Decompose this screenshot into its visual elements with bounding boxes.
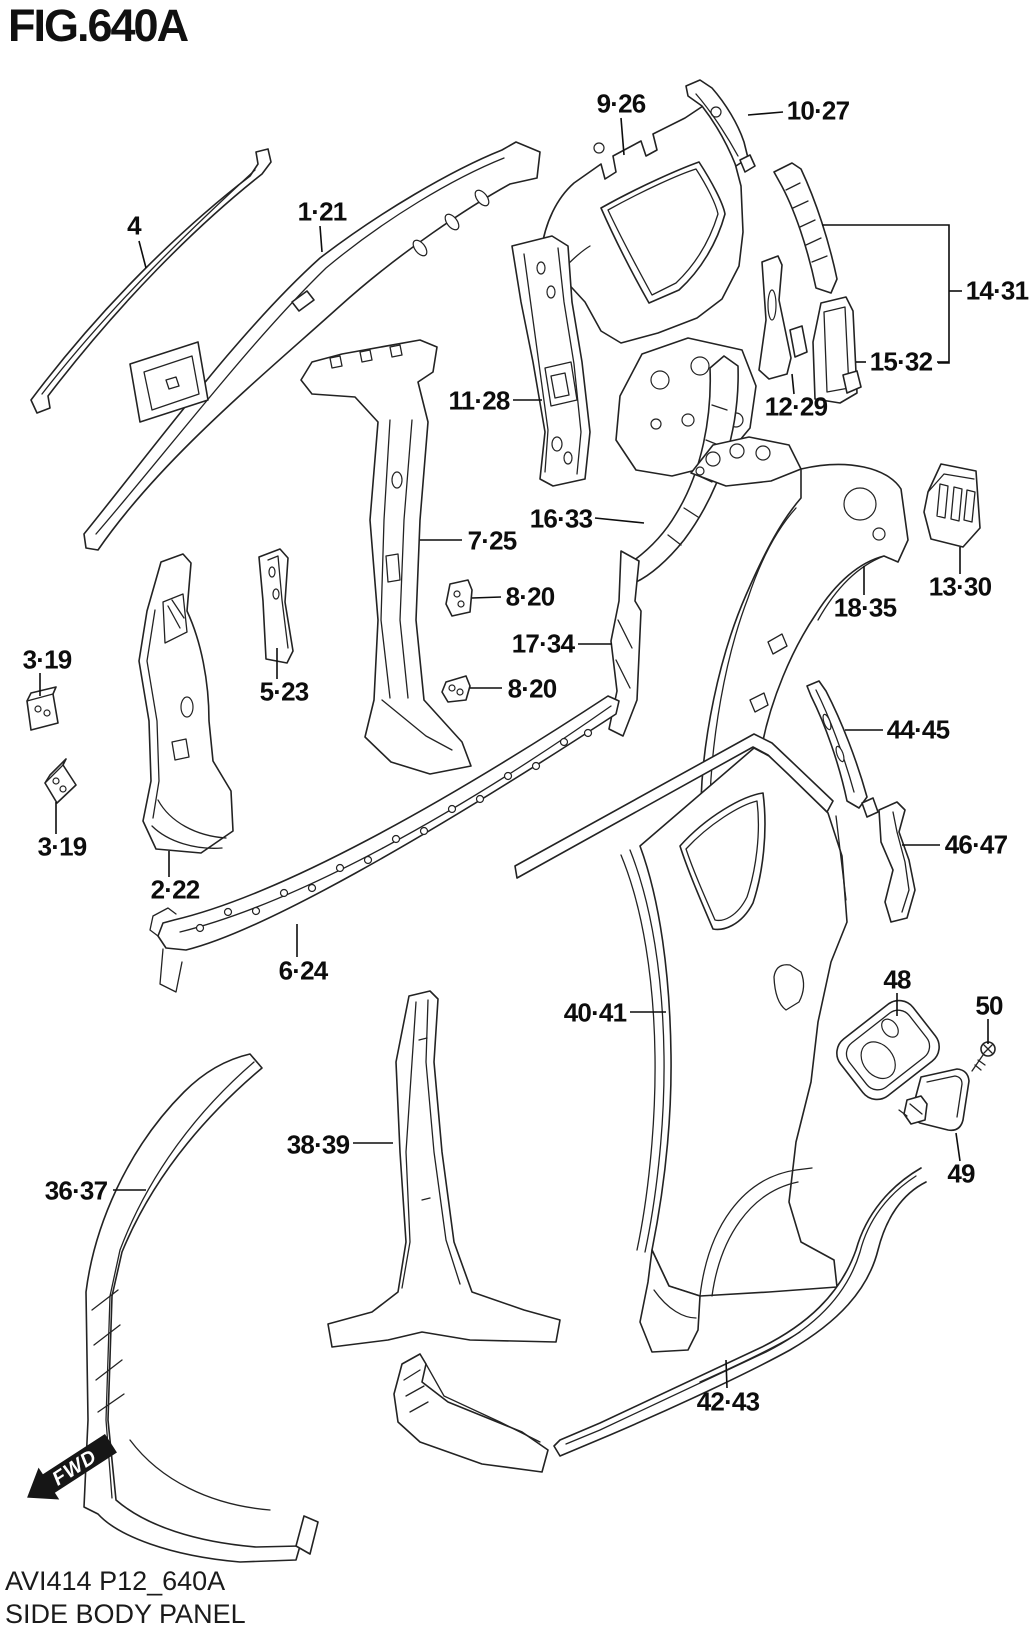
part-drawing-3-19-lower <box>44 758 77 804</box>
part-callout-8-20-10: 8·20 <box>505 581 556 612</box>
part-callout-48-23: 48 <box>883 964 911 995</box>
part-callout-44-45-20: 44·45 <box>886 714 950 745</box>
part-drawing-2-22 <box>138 553 234 854</box>
leader-line-14-31 <box>822 224 950 364</box>
leader-line-10-27 <box>747 111 784 116</box>
part-callout-36-37-26: 36·37 <box>44 1175 108 1206</box>
part-drawing-5-23 <box>258 548 294 664</box>
part-drawing-49 <box>898 1068 970 1132</box>
leader-line-16-33 <box>594 517 645 524</box>
part-callout-3-19-15: 3·19 <box>37 831 88 862</box>
part-drawing-48 <box>836 999 940 1101</box>
part-callout-4-0: 4 <box>127 210 141 241</box>
leader-line-1-21 <box>319 225 323 253</box>
part-callout-49-27: 49 <box>947 1158 975 1189</box>
part-drawing-9-26 <box>540 105 744 344</box>
part-callout-18-35-19: 18·35 <box>833 592 897 623</box>
part-callout-13-30-18: 13·30 <box>928 571 992 602</box>
part-drawing-44-45 <box>806 680 879 818</box>
part-callout-17-34-11: 17·34 <box>511 628 575 659</box>
part-callout-1-21-1: 1·21 <box>297 196 348 227</box>
part-callout-6-24-17: 6·24 <box>278 955 329 986</box>
footer-part-code: AVI414 P12_640A <box>5 1566 226 1596</box>
part-drawing-12-29 <box>758 255 808 380</box>
part-callout-16-33-8: 16·33 <box>529 503 593 534</box>
part-callout-14-31-4: 14·31 <box>965 275 1029 306</box>
leader-line-8-20 <box>471 596 502 599</box>
leader-line-4 <box>138 240 147 269</box>
part-drawing-6-24 <box>149 695 620 993</box>
part-drawing-11-28 <box>511 235 591 487</box>
part-drawing-13-30 <box>923 463 981 548</box>
part-drawing-7-25 <box>300 339 472 775</box>
callout-leader-lines <box>39 111 989 1389</box>
part-callout-15-32-5: 15·32 <box>869 346 933 377</box>
part-callout-11-28-7: 11·28 <box>448 385 510 416</box>
part-drawing-4 <box>30 148 272 414</box>
part-drawing-8-20-upper <box>445 579 473 617</box>
leader-line-12-29 <box>791 373 795 395</box>
part-drawing-8-20-lower <box>441 675 471 703</box>
part-callout-8-20-12: 8·20 <box>507 673 558 704</box>
part-drawing-42-43 <box>393 1167 927 1473</box>
part-drawing-10-27 <box>685 79 756 173</box>
part-drawing-14 <box>773 162 838 294</box>
part-callout-7-25-9: 7·25 <box>467 525 518 556</box>
leader-line-42-43 <box>725 1359 728 1389</box>
footer-part-name: SIDE BODY PANEL <box>5 1599 246 1629</box>
part-callout-2-22-16: 2·22 <box>150 874 201 905</box>
figure-title: FIG.640A <box>8 0 189 51</box>
part-drawing-1-21 <box>83 141 541 551</box>
leader-line-9-26 <box>620 117 625 156</box>
part-callout-9-26-2: 9·26 <box>596 88 647 119</box>
part-callout-10-27-3: 10·27 <box>786 95 850 126</box>
part-drawing-38-39 <box>327 990 561 1348</box>
part-callout-5-23-13: 5·23 <box>259 676 310 707</box>
fwd-arrow-icon <box>27 1433 117 1500</box>
part-callout-50-24: 50 <box>975 990 1003 1021</box>
part-callout-3-19-14: 3·19 <box>22 644 73 675</box>
part-callout-46-47-21: 46·47 <box>944 829 1008 860</box>
part-drawing-17-34 <box>608 550 642 737</box>
part-callout-42-43-28: 42·43 <box>696 1386 760 1417</box>
part-drawing-46-47 <box>878 801 916 923</box>
part-callout-12-29-6: 12·29 <box>764 391 828 422</box>
part-drawing-3-19-upper <box>26 686 59 731</box>
leader-line-49 <box>955 1132 961 1162</box>
part-callout-38-39-25: 38·39 <box>286 1129 350 1160</box>
part-drawing-50 <box>971 1041 996 1072</box>
part-callout-40-41-22: 40·41 <box>563 997 627 1028</box>
part-drawing-36-37 <box>83 1053 319 1563</box>
part-drawing-15-32 <box>812 296 862 404</box>
part-drawing-40-41 <box>514 733 848 1353</box>
